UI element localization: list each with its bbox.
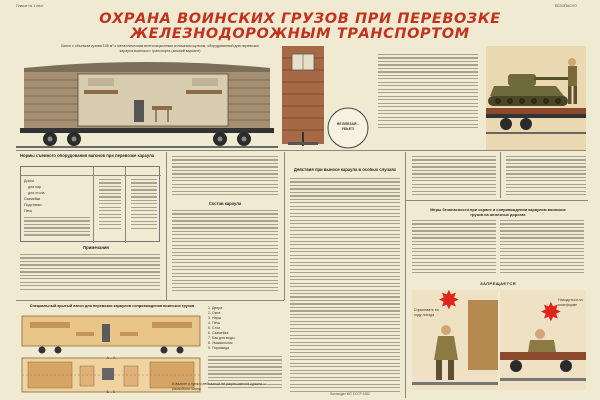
column-divider xyxy=(166,152,167,300)
guard-section-text xyxy=(172,210,278,296)
escort-rules-panel-2 xyxy=(502,150,588,200)
title-line-1: ОХРАНА ВОИНСКИХ ГРУЗОВ ПРИ ПЕРЕВОЗКЕ xyxy=(99,11,501,27)
top-row-divider xyxy=(16,150,586,151)
legend-item: 4. Печь xyxy=(208,321,221,325)
norms-table: Доски для нар для стола Скамейки Подстав… xyxy=(20,166,161,243)
tank-drawing xyxy=(486,46,586,150)
safety-measures-panel: Меры безопасности при охране и сопровожд… xyxy=(408,202,588,398)
loading-instructions-text xyxy=(378,54,478,132)
wagon-plan-drawing xyxy=(21,315,201,393)
plan-section-label: Б – Б xyxy=(106,390,116,394)
wagon-caption: Вагон с объемом кузова 106 м³ с металлич… xyxy=(61,44,259,53)
corner-label-left: Плакат № 1 лист xyxy=(16,4,44,8)
forbidden-star-icon: ✸ xyxy=(540,298,562,328)
notes-title: Примечания xyxy=(83,246,109,250)
title-line-2: ЖЕЛЕЗНОДОРОЖНЫМ ТРАНСПОРТОМ xyxy=(130,26,470,42)
wagon-plan-panel: Специальный крытый вагон для перевозки к… xyxy=(16,302,206,398)
warning-sign-text: НЕ ВЛЕЗАЙ – УБЬЕТ! xyxy=(336,122,360,131)
norms-row-label: Доски xyxy=(24,179,34,183)
no-smoking-text: В вагоне в пути следования не разрешаетс… xyxy=(172,382,266,391)
legend-item: 5. Стол xyxy=(208,326,221,330)
forbidden-star-icon: ✸ xyxy=(438,286,460,316)
forbidden-label: ЗАПРЕЩАЕТСЯ xyxy=(480,282,516,286)
special-actions-panel: Действия при выносе караула в особых слу… xyxy=(286,150,404,400)
tank-on-platform-illustration xyxy=(486,46,586,150)
legend-item: 2. Окна xyxy=(208,311,221,315)
wagon-plan-title: Специальный крытый вагон для перевозки к… xyxy=(29,304,195,308)
guard-composition-panel: Состав караула xyxy=(168,150,282,300)
forbidden-scene-left xyxy=(412,290,498,390)
norms-row-label: Печь xyxy=(24,209,33,213)
loading-instructions-panel xyxy=(374,46,484,146)
wagon-drawing xyxy=(16,62,278,148)
forbidden-caption-right: Находиться на платформе xyxy=(558,298,583,307)
bottom-left-divider xyxy=(16,300,284,301)
legend-item: 7. Бак для воды xyxy=(208,336,235,340)
corner-label-right: БЕЗОПАСНО xyxy=(555,4,577,8)
warning-sign-circle xyxy=(327,107,369,149)
forbidden-scene-right xyxy=(500,290,586,390)
special-actions-text xyxy=(290,178,400,394)
no-smoking-note: В вагоне в пути следования не разрешаетс… xyxy=(168,380,282,396)
escort-rules-panel xyxy=(408,150,500,200)
publisher-footer: Воениздат МО СССР 1982 xyxy=(330,392,370,396)
legend-item: 9. Пирамида xyxy=(208,346,230,350)
norms-row-label: для стола xyxy=(28,191,45,195)
norms-row-label: для нар xyxy=(28,185,42,189)
special-actions-title: Действия при выносе караула в особых слу… xyxy=(293,168,397,172)
safety-top-divider xyxy=(405,200,588,201)
wagon-illustration-panel: Вагон с объемом кузова 106 м³ с металлич… xyxy=(16,42,278,152)
legend-item: 3. Нары xyxy=(208,316,222,320)
legend-item: 8. Умывальник xyxy=(208,341,233,345)
legend-item: 1. Двери xyxy=(208,306,223,310)
norms-table-title: Нормы съемного оборудования вагонов при … xyxy=(20,154,155,158)
column-divider xyxy=(284,152,285,300)
guard-section-title: Состав караула xyxy=(208,202,242,206)
notes-text xyxy=(20,254,160,294)
column-divider xyxy=(500,152,501,198)
norms-row-label: Подставки xyxy=(24,203,42,207)
legend-item: 6. Скамейка xyxy=(208,331,229,335)
forbidden-caption-left: Спрыгивать на ходу поезда xyxy=(414,308,439,317)
norms-table-panel: Нормы съемного оборудования вагонов при … xyxy=(16,150,164,300)
door-illustration-panel: НЕ ВЛЕЗАЙ – УБЬЕТ! xyxy=(278,42,374,152)
safety-title: Меры безопасности при охране и сопровожд… xyxy=(430,208,566,217)
norms-row-label: Скамейки xyxy=(24,197,41,201)
plan-section-label: А – А xyxy=(106,356,116,360)
door-drawing xyxy=(282,46,324,146)
column-divider xyxy=(405,152,406,398)
plan-legend-panel: 1. Двери 2. Окна 3. Нары 4. Печь 5. Стол… xyxy=(208,306,284,396)
